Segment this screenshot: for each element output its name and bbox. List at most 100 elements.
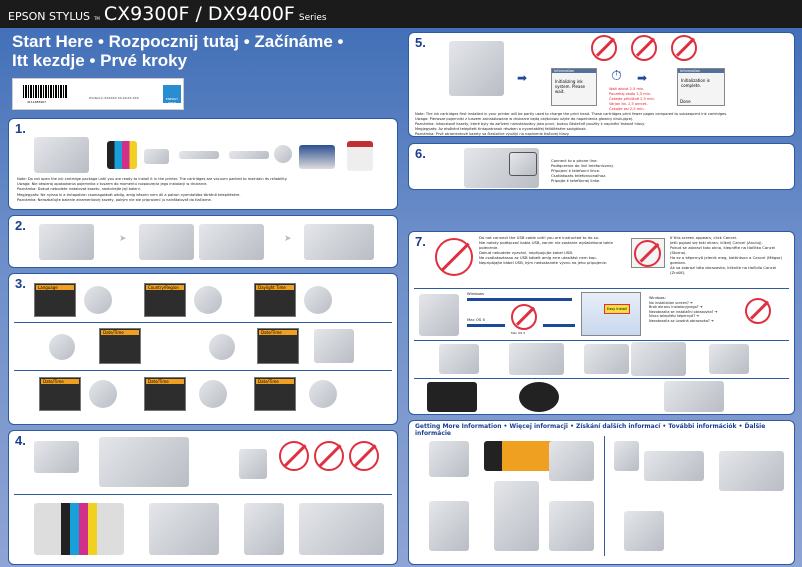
cd-drive-icon[interactable] (745, 298, 771, 324)
usb-warning: Do not connect the USB cable until you a… (479, 235, 627, 265)
cancel-line: If this screen appears, click Cancel. (670, 235, 738, 240)
warning-line: Nepripájajte kábel USB, kým nedostanete … (479, 260, 608, 265)
control-pad-image (304, 286, 332, 314)
step-number: 2. (15, 218, 26, 233)
product-label: 4111485907 Printed in XXXXXX XX.XX-XX XX… (12, 78, 184, 110)
wait-line: Poczekaj około 2,5 min. (609, 92, 652, 96)
prohibited-icon (634, 240, 661, 267)
control-pad-image (199, 380, 227, 408)
text-line: Connect to a phone line. (551, 158, 598, 163)
cancel-line: Ak sa zobrazí táto obrazovka, kliknite n… (670, 265, 777, 275)
installer-screen-image (439, 344, 479, 374)
mac-cd-label: Mac OS X (511, 331, 526, 335)
printer-image (429, 501, 469, 551)
step-number: 3. (15, 276, 26, 291)
sticker-apply-image (519, 382, 559, 412)
screen-message: Initialization is complete. (681, 78, 710, 88)
step-number: 4. (15, 433, 26, 448)
lcd-country: Country/Region (144, 283, 186, 317)
header: EPSON STYLUS TM CX9300F / DX9400F Series (0, 0, 802, 28)
prohibited-icon (349, 441, 379, 471)
lcd-daylight: Daylight Time (254, 283, 296, 317)
lcd-date-time: Date/Time (144, 377, 186, 411)
energy-star-logo: ENERGY STAR (163, 85, 181, 105)
arrow-icon: ➡ (517, 71, 528, 85)
lcd-date-time: Date/Time (257, 328, 299, 364)
finish-screen-image (709, 344, 749, 374)
barcode (23, 85, 67, 98)
product-code: Printed in XXXXXX XX.XX-XX XXX (89, 96, 139, 100)
trademark: TM (93, 16, 100, 21)
ink-cartridges-image (107, 141, 137, 169)
printer-image (549, 441, 594, 481)
no-usb-icon (435, 238, 473, 276)
done-button[interactable]: Done (680, 99, 691, 104)
model-names: CX9300F / DX9400F (103, 3, 295, 25)
page-title: Start Here • Rozpocznij tutaj • Začínáme… (12, 32, 343, 70)
warning-line: Nie należy podłączać kabla USB, zanim ni… (479, 240, 613, 250)
press-cartridges-image (149, 503, 219, 555)
mac-label: Mac OS X (467, 317, 486, 322)
lcd-title: Date/Time (146, 379, 184, 384)
memory-card-image (144, 149, 169, 164)
divider (14, 322, 392, 323)
installer-window: Easy Install (581, 292, 641, 336)
mac-cd-icon[interactable] (511, 304, 537, 330)
windows-arrow (467, 298, 572, 301)
printer-unpack-image (39, 224, 94, 260)
prohibited-icon (631, 35, 657, 61)
installer-progress-image (509, 343, 564, 375)
lcd-title: Language (36, 285, 74, 290)
control-pad-image (89, 380, 117, 408)
note-line: Poznámka: Prvé atramentové kazety sa čia… (415, 132, 570, 136)
cancel-line: Ha ez a képernyő jelenik meg, kattintson… (670, 255, 782, 265)
no-installation-screen: Windows:No installation screen? ➜Brak ek… (649, 296, 718, 323)
lcd-title: Date/Time (41, 379, 79, 384)
easy-install-button[interactable]: Easy Install (604, 304, 630, 314)
printer-closed-image (299, 503, 384, 555)
section-5-notes: Note: The ink cartridges first installed… (415, 112, 790, 137)
divider (604, 436, 605, 556)
lcd-title: Date/Time (256, 379, 294, 384)
section-1: 1. Note: Do not open the ink cartridge p… (8, 118, 398, 210)
text-line: Nincs telepítési képernyő? ➜ (649, 314, 700, 318)
section-6: 6. Connect to a phone line.Podłączenie d… (408, 143, 795, 190)
section-4: 4. (8, 430, 398, 565)
control-pad-image (309, 380, 337, 408)
text-line: Podłączenie do linii telefonicznej. (551, 163, 614, 168)
keypad-image (314, 329, 354, 363)
usb-connect-image (584, 344, 629, 374)
printer-image (429, 441, 469, 477)
close-cover-image (244, 503, 284, 555)
step-number: 6. (415, 146, 426, 161)
barcode-number: 4111485907 (27, 100, 47, 104)
section-3: 3. Language Country/Region Daylight Time… (8, 273, 398, 425)
cancel-instructions: If this screen appears, click Cancel.Jeś… (670, 235, 791, 275)
lcd-language: Language (34, 283, 76, 317)
lcd-date-time: Date/Time (99, 328, 141, 364)
note-line: Uwaga: Pierwsze pojemniki z tuszem zains… (415, 117, 634, 121)
title-line-2: Itt kezdje • Prvé kroky (12, 51, 188, 70)
step-number: 7. (415, 234, 426, 249)
power-on-image (304, 224, 374, 260)
screen-title: Information (552, 69, 596, 73)
online-guide-screen-image (719, 451, 784, 491)
step-number: 5. (415, 35, 426, 50)
control-pad-image (84, 286, 112, 314)
step-number: 1. (15, 121, 26, 136)
phone-line-text: Connect to a phone line.Podłączenie do l… (551, 158, 614, 183)
wait-times: Wait about 2.5 min.Poczekaj około 2,5 mi… (609, 87, 675, 112)
stopwatch-icon: ⏱ (611, 68, 622, 84)
prohibited-icon (279, 441, 309, 471)
screen-title: Information (678, 69, 724, 73)
lcd-title: Daylight Time (256, 285, 294, 290)
text-line: Csatlakozás telefonvonalhoz. (551, 173, 607, 178)
printer-usb-image (631, 342, 686, 376)
cancel-line: Pokud se zobrazí toto okno, klepněte na … (670, 245, 776, 255)
text-line: Nezobrazila sa úvodná obrazovka? ➜ (649, 318, 714, 323)
warning-line: Ne csatlakoztassa az USB kábelt amíg err… (479, 255, 597, 260)
wait-line: Čekejte přibližně 2,5 min. (609, 97, 655, 101)
divider (14, 494, 392, 495)
